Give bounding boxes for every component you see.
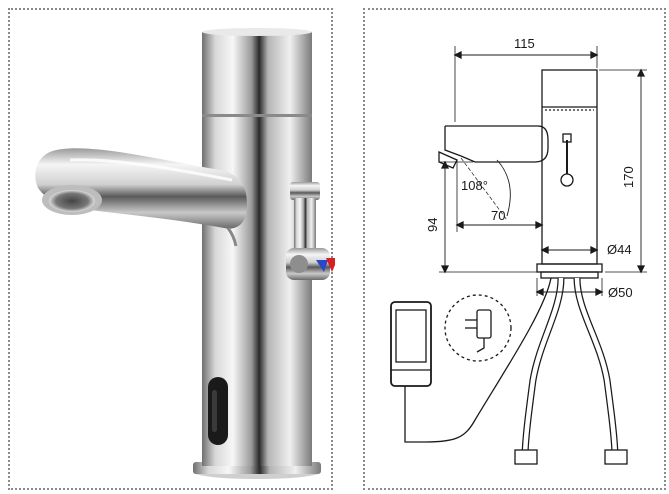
technical-drawing: 115 170 94 70 108° Ø44 Ø50 [390, 36, 647, 465]
width-dimension-label: 115 [514, 36, 535, 51]
body-seam [202, 114, 312, 117]
body-diameter-label: Ø44 [607, 242, 632, 257]
hose-connector-right [604, 449, 628, 465]
product-photo-panel [8, 8, 335, 490]
hose-connector-left [514, 449, 538, 465]
control-cable [404, 277, 552, 443]
hot-indicator-icon [326, 258, 335, 272]
drawing-spout [445, 125, 549, 163]
drawing-lever-icon [560, 173, 574, 187]
aerator-icon [49, 190, 95, 212]
drawing-base [536, 263, 603, 273]
body-top [202, 28, 312, 36]
spout-height-dimension-label: 94 [425, 218, 440, 232]
base-diameter-label: Ø50 [608, 285, 633, 300]
reach-dimension-label: 70 [491, 208, 505, 223]
lever-cap [290, 182, 320, 200]
faucet-photo [35, 28, 335, 479]
drawing-body [541, 69, 598, 265]
adapter-outline [444, 294, 512, 362]
sensor-window [208, 377, 228, 445]
angle-arc [496, 159, 511, 217]
cold-indicator-icon [316, 260, 328, 272]
angle-dimension-label: 108° [461, 178, 488, 193]
height-dimension-label: 170 [621, 166, 636, 188]
technical-drawing-panel: 115 170 94 70 108° Ø44 Ø50 [363, 8, 666, 490]
temperature-lever [294, 198, 316, 250]
power-adapter-icon [476, 309, 492, 339]
